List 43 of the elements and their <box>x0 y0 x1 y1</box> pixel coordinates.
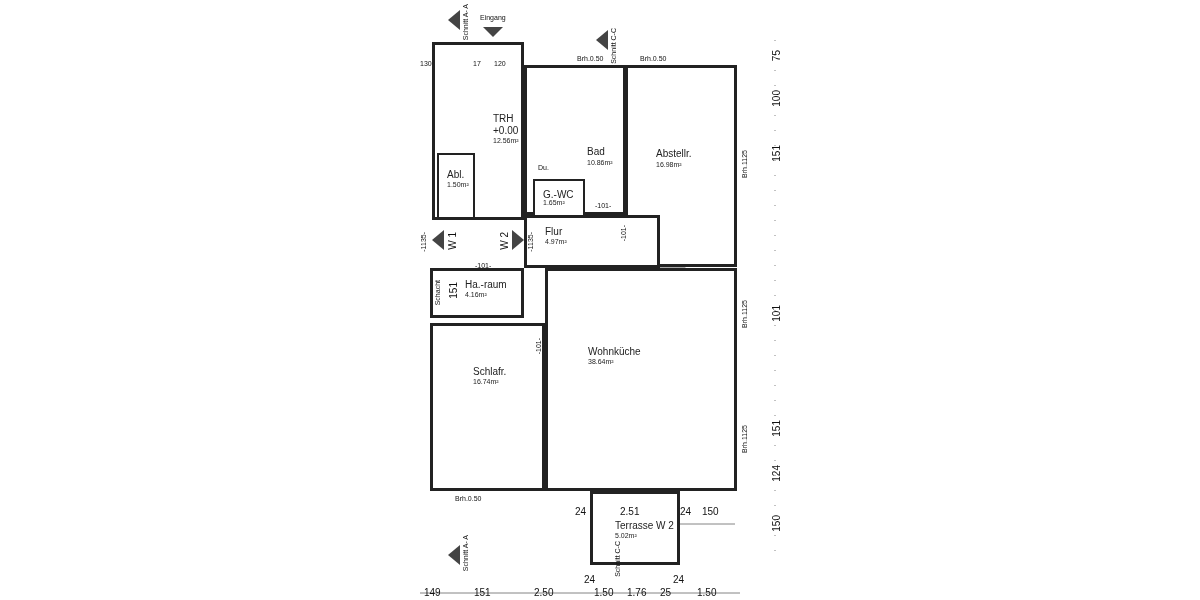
room-outline <box>524 65 626 215</box>
room-name: +0.00 <box>493 125 519 136</box>
room-name: Schlafr. <box>473 366 507 377</box>
plan-label: 150 <box>771 515 782 532</box>
plan-label: W 1 <box>447 232 458 250</box>
room-outline <box>430 323 545 491</box>
plan-label: 1.50 <box>594 587 614 598</box>
room-outline <box>533 179 585 217</box>
plan-label: 2.50 <box>534 587 554 598</box>
plan-label: 75 <box>771 50 782 62</box>
plan-label: 150 <box>702 506 719 517</box>
plan-label: 100 <box>771 90 782 107</box>
plan-label: 2.51 <box>620 506 640 517</box>
room-name: Abl. <box>447 169 465 180</box>
room-name: TRH <box>493 113 514 124</box>
plan-label: 1.76 <box>627 587 647 598</box>
plan-label: W 2 <box>499 232 510 250</box>
plan-label: 151 <box>771 145 782 162</box>
plan-label: 1.50 <box>697 587 717 598</box>
plan-label: 24 <box>575 506 587 517</box>
room-outline <box>625 65 737 267</box>
plan-label: 149 <box>424 587 441 598</box>
room-outline <box>437 153 475 219</box>
room-outline <box>545 268 737 491</box>
plan-label: 151 <box>448 282 459 299</box>
plan-label: 24 <box>680 506 692 517</box>
room-outline <box>432 42 524 220</box>
plan-label: 24 <box>584 574 596 585</box>
plan-label: 151 <box>474 587 491 598</box>
room-name: Bad <box>587 146 605 157</box>
plan-label: 151 <box>771 420 782 437</box>
room-name: G.-WC <box>543 189 574 200</box>
plan-label: 24 <box>673 574 685 585</box>
plan-label: 25 <box>660 587 672 598</box>
plan-label: 101 <box>771 305 782 322</box>
room-name: Flur <box>545 226 563 237</box>
room-name: Terrasse W 2 <box>615 520 674 531</box>
room-name: Ha.-raum <box>465 279 507 290</box>
room-outline <box>524 215 660 268</box>
plan-label: 124 <box>771 465 782 482</box>
room-name: Wohnküche <box>588 346 641 357</box>
room-name: Abstellr. <box>656 148 692 159</box>
room-outline <box>430 268 524 318</box>
